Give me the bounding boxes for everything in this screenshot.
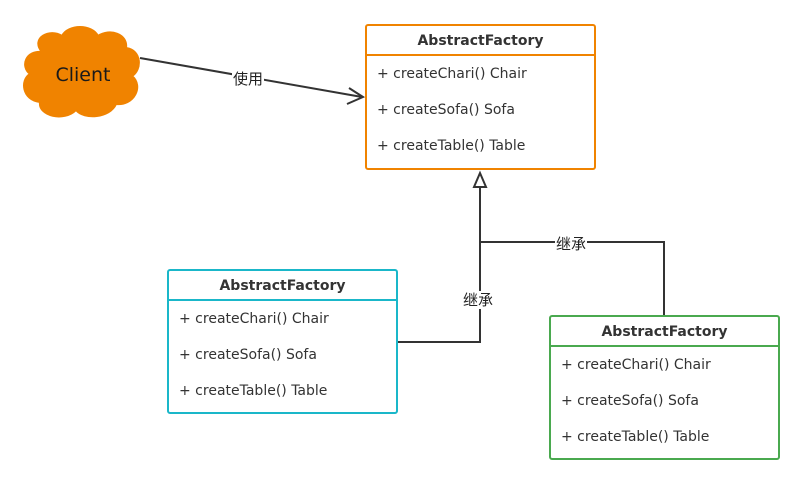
method-item: + createSofa() Sofa [561, 393, 699, 409]
method-item: + createSofa() Sofa [377, 102, 515, 118]
method-item: + createSofa() Sofa [179, 347, 317, 363]
class-title: AbstractFactory [169, 271, 396, 301]
method-item: + createTable() Table [179, 383, 328, 399]
inherit-edge-right [480, 241, 665, 315]
method-item: + createTable() Table [377, 138, 526, 154]
uses-label: 使用 [232, 70, 265, 88]
inherit-label-left: 继承 [462, 291, 495, 309]
uses-arrowhead [346, 87, 366, 105]
method-item: + createChari() Chair [377, 66, 527, 82]
class-title: AbstractFactory [551, 317, 778, 347]
inherit-label-right: 继承 [555, 235, 588, 253]
client-label: Client [55, 64, 111, 86]
inherit-arrowhead [472, 170, 488, 188]
class-box-right: AbstractFactory + createChari() Chair + … [549, 315, 780, 460]
class-box-left: AbstractFactory + createChari() Chair + … [167, 269, 398, 414]
class-box-top: AbstractFactory + createChari() Chair + … [365, 24, 596, 170]
method-list: + createChari() Chair + createSofa() Sof… [169, 301, 396, 409]
inherit-edge-left [398, 187, 481, 343]
method-item: + createChari() Chair [179, 311, 329, 327]
class-title: AbstractFactory [367, 26, 594, 56]
method-item: + createChari() Chair [561, 357, 711, 373]
client-cloud-shape [23, 26, 140, 118]
method-item: + createTable() Table [561, 429, 710, 445]
method-list: + createChari() Chair + createSofa() Sof… [551, 347, 778, 455]
method-list: + createChari() Chair + createSofa() Sof… [367, 56, 594, 164]
